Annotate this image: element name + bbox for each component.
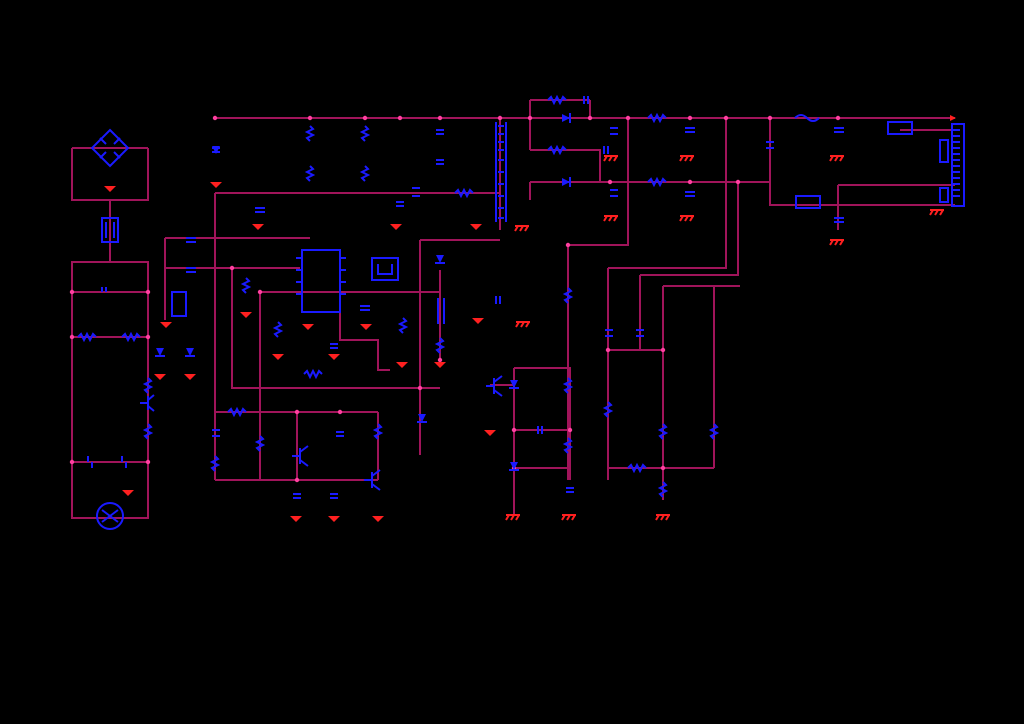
optocoupler (371, 257, 399, 281)
ground-symbols (104, 115, 956, 522)
output-fuse (794, 114, 820, 122)
ac-input-connector (96, 502, 124, 530)
bridge-rectifier (90, 128, 130, 168)
output-connector (939, 123, 965, 207)
startup-switch (171, 291, 187, 317)
wires (71, 99, 955, 519)
aux-inductor (412, 187, 445, 324)
transistors (140, 375, 503, 491)
resistors (77, 94, 720, 498)
diodes (155, 113, 571, 471)
main-transformer (495, 122, 507, 222)
pwm-controller-ic (296, 249, 346, 313)
capacitors (87, 96, 844, 499)
regulator-bottom (795, 195, 821, 209)
regulator-top (887, 121, 913, 135)
junctions (69, 115, 841, 483)
line-filter-choke (101, 217, 119, 243)
